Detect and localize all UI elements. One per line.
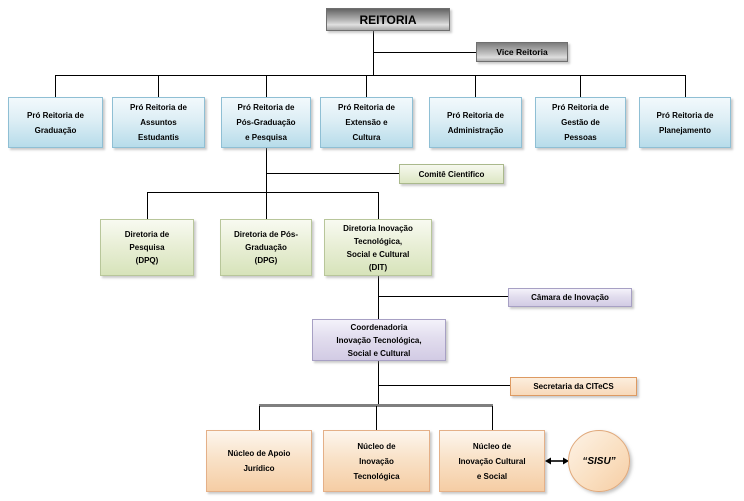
connector-comite-branch	[266, 173, 399, 174]
connector-stub	[378, 192, 379, 219]
node-pro-reitoria-planejamento: Pró Reitoria de Planejamento	[639, 97, 731, 148]
connector-bus-pro-reitorias	[55, 75, 686, 76]
double-arrow-icon	[545, 457, 569, 465]
node-pro-reitoria-assuntos-estudantis: Pró Reitoria de Assuntos Estudantis	[112, 97, 205, 148]
node-pro-reitoria-administracao: Pró Reitoria de Administração	[429, 97, 522, 148]
connector-stub	[259, 406, 260, 430]
connector-camara-branch	[378, 296, 508, 297]
node-label: Diretoria Inovação Tecnológica, Social e…	[343, 223, 413, 272]
node-label: Pró Reitoria de Extensão e Cultura	[338, 103, 395, 142]
connector-stub	[55, 75, 56, 97]
connector-stub	[475, 75, 476, 97]
node-nucleo-inovacao-cultural-social: Núcleo de Inovação Cultural e Social	[439, 430, 545, 492]
node-label: Núcleo de Inovação Tecnológica	[353, 441, 400, 481]
connector-secretaria-branch	[378, 385, 510, 386]
connector-stub	[266, 75, 267, 97]
node-label: Núcleo de Apoio Jurídico	[227, 449, 291, 473]
connector-bus-nucleos	[259, 404, 493, 407]
node-nucleo-inovacao-tecnologica: Núcleo de Inovação Tecnológica	[323, 430, 430, 492]
node-label: Pró Reitoria de Graduação	[27, 110, 84, 135]
node-camara-inovacao: Câmara de Inovação	[508, 288, 632, 307]
node-label: Coordenadoria Inovação Tecnológica, Soci…	[336, 322, 422, 358]
connector-stub	[147, 192, 148, 219]
node-pro-reitoria-gestao-pessoas: Pró Reitoria de Gestão de Pessoas	[535, 97, 626, 148]
node-label: Pró Reitoria de Assuntos Estudantis	[130, 103, 187, 142]
node-label: Pró Reitoria de Planejamento	[656, 110, 714, 135]
node-pro-reitoria-graduacao: Pró Reitoria de Graduação	[8, 97, 103, 148]
connector-posgrad-down	[266, 148, 267, 192]
node-comite-cientifico: Comitê Cientifico	[399, 164, 504, 184]
node-reitoria: REITORIA	[326, 8, 450, 31]
node-diretoria-inovacao-dit: Diretoria Inovação Tecnológica, Social e…	[324, 219, 432, 276]
connector-stub	[376, 406, 377, 430]
node-nucleo-apoio-juridico: Núcleo de Apoio Jurídico	[206, 430, 312, 492]
node-label: Secretaria da CITeCS	[533, 382, 614, 391]
node-sisu: “SISU”	[568, 430, 630, 492]
connector-stub	[266, 192, 267, 219]
node-label: “SISU”	[582, 455, 616, 467]
node-secretaria-citecs: Secretaria da CITeCS	[510, 377, 637, 396]
connector-coordenadoria-down	[378, 361, 379, 404]
node-label: Pró Reitoria de Pós-Graduação e Pesquisa	[236, 103, 296, 142]
node-label: Pró Reitoria de Gestão de Pessoas	[552, 103, 609, 142]
connector-dit-down	[378, 276, 379, 319]
connector-stub	[492, 406, 493, 430]
connector-stub	[366, 75, 367, 97]
node-label: Diretoria de Pesquisa (DPQ)	[124, 230, 170, 265]
node-label: Pró Reitoria de Administração	[447, 110, 504, 135]
node-label: Diretoria de Pós- Graduação (DPG)	[233, 230, 298, 265]
connector-reitoria-down	[373, 31, 374, 75]
node-vice-reitoria: Vice Reitoria	[476, 42, 568, 62]
node-pro-reitoria-pos-graduacao-pesquisa: Pró Reitoria de Pós-Graduação e Pesquisa	[221, 97, 311, 148]
connector-stub	[580, 75, 581, 97]
node-coordenadoria-citecs: Coordenadoria Inovação Tecnológica, Soci…	[312, 319, 446, 361]
node-label: Câmara de Inovação	[531, 293, 609, 302]
node-diretoria-pos-graduacao-dpg: Diretoria de Pós- Graduação (DPG)	[220, 219, 312, 276]
node-label: REITORIA	[359, 12, 417, 27]
connector-vice-branch	[373, 52, 476, 53]
node-label: Vice Reitoria	[496, 47, 548, 57]
connector-bus-diretorias	[147, 192, 378, 193]
node-label: Comitê Cientifico	[418, 169, 485, 179]
connector-stub	[158, 75, 159, 97]
connector-stub	[685, 75, 686, 97]
node-label: Núcleo de Inovação Cultural e Social	[458, 441, 526, 481]
node-pro-reitoria-extensao-cultura: Pró Reitoria de Extensão e Cultura	[320, 97, 413, 148]
node-diretoria-pesquisa-dpq: Diretoria de Pesquisa (DPQ)	[100, 219, 194, 276]
